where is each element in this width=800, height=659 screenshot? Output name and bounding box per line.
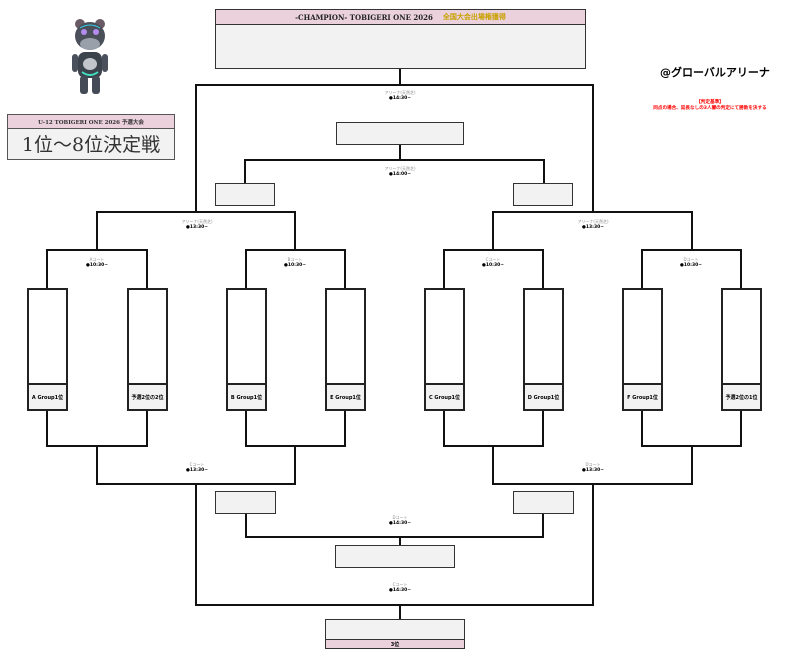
match-label-5-6: Dコート ●14:30~ [355, 515, 445, 526]
match-label-r1-a: Aコート ●10:30~ [52, 257, 142, 268]
rule-note: 【判定基準】 同点の場合、延長なしの3人審の判定にて勝敗を決する [620, 100, 800, 111]
mascot-hippo-icon [72, 19, 108, 94]
match-time: ●13:30~ [185, 224, 209, 230]
match-venue: アリーナ(天然芝) [384, 90, 416, 95]
line-r1-b-top [245, 249, 346, 288]
entrant-slot: B Group1位 [226, 288, 267, 411]
match-label-r1-b: Bコート ●10:30~ [250, 257, 340, 268]
match-venue: Dコート [683, 257, 699, 262]
match-venue: アリーナ(天然芝) [181, 219, 213, 224]
tournament-title-box: U-12 TOBIGERI ONE 2026 予選大会 1位～8位決定戦 [7, 114, 175, 160]
match-time: ●13:30~ [581, 467, 605, 473]
match-venue: アリーナ(天然芝) [577, 219, 609, 224]
champion-box: -CHAMPION- TOBIGERI ONE 2026 全国大会出場権獲得 [215, 9, 586, 69]
entrant-slot: 予選2位の2位 [127, 288, 168, 411]
match-venue: Dコート [585, 462, 601, 467]
tournament-subtitle: U-12 TOBIGERI ONE 2026 予選大会 [8, 115, 174, 129]
runner-up-box [336, 122, 464, 145]
match-venue: アリーナ(天然芝) [384, 166, 416, 171]
line-cons-left-box [245, 514, 544, 538]
match-time: ●13:30~ [581, 224, 605, 230]
line-r1-d-bottom [641, 410, 742, 447]
match-time: ●10:30~ [283, 262, 307, 268]
entrant-name: F Group1位 [624, 383, 661, 409]
match-label-cons-left: Cコート ●13:30~ [152, 462, 242, 473]
match-time: ●10:30~ [481, 262, 505, 268]
entrant-name: C Group1位 [426, 383, 463, 409]
match-label-cons-right: Dコート ●13:30~ [548, 462, 638, 473]
match-venue: Cコート [189, 462, 205, 467]
cons-left-winner-box [215, 491, 276, 514]
match-label-r1-c: Cコート ●10:30~ [448, 257, 538, 268]
champion-header: -CHAMPION- TOBIGERI ONE 2026 全国大会出場権獲得 [216, 10, 585, 25]
match-venue: Cコート [392, 582, 408, 587]
entrant-name: 予選2位の2位 [129, 383, 166, 409]
entrant-slot: 予選2位の1位 [721, 288, 762, 411]
match-venue: Aコート [89, 257, 105, 262]
champion-note: 全国大会出場権獲得 [442, 13, 506, 21]
line-r1-a-bottom [46, 410, 148, 447]
line-left-semi [96, 211, 296, 250]
match-venue: Cコート [485, 257, 501, 262]
match-label-third: アリーナ(天然芝) ●14:00~ [355, 166, 445, 177]
tournament-title: 1位～8位決定戦 [21, 134, 161, 156]
semi-right-winner-box [513, 183, 573, 206]
match-time: ●14:30~ [388, 520, 412, 526]
entrant-name: E Group1位 [327, 383, 364, 409]
entrant-name: B Group1位 [228, 383, 265, 409]
match-label-7-8: Cコート ●14:30~ [355, 582, 445, 593]
match-label-semi-left: アリーナ(天然芝) ●13:30~ [152, 219, 242, 230]
entrant-slot: E Group1位 [325, 288, 366, 411]
venue-label: @グローバルアリーナ [660, 66, 770, 79]
third-place-label: 3位 [326, 639, 464, 648]
entrant-slot: A Group1位 [27, 288, 68, 411]
rule-text: 同点の場合、延長なしの3人審の判定にて勝敗を決する [653, 105, 767, 111]
match-label-r1-d: Dコート ●10:30~ [646, 257, 736, 268]
match-time: ●14:30~ [388, 95, 412, 101]
line-r1-d-top [641, 249, 742, 288]
third-place-box: 3位 [325, 619, 465, 649]
match-venue: Dコート [392, 515, 408, 520]
entrant-slot: F Group1位 [622, 288, 663, 411]
champion-title: -CHAMPION- TOBIGERI ONE 2026 [295, 12, 433, 22]
fifth-place-box [335, 545, 455, 568]
line-r1-c-bottom [443, 410, 544, 447]
rule-heading: 【判定基準】 [696, 100, 724, 105]
line-r1-a-top [46, 249, 148, 288]
line-top-frame [195, 84, 594, 205]
entrant-slot: D Group1位 [523, 288, 564, 411]
match-label-final: アリーナ(天然芝) ●14:30~ [355, 90, 445, 101]
semi-left-winner-box [215, 183, 275, 206]
match-label-semi-right: アリーナ(天然芝) ●13:30~ [548, 219, 638, 230]
match-time: ●10:30~ [85, 262, 109, 268]
match-time: ●14:00~ [388, 171, 412, 177]
line-right-semi [492, 211, 693, 250]
match-time: ●10:30~ [679, 262, 703, 268]
entrant-slot: C Group1位 [424, 288, 465, 411]
match-venue: Bコート [287, 257, 303, 262]
line-r1-b-bottom [245, 410, 346, 447]
line-semi-frame [244, 159, 545, 183]
line-r1-c-top [443, 249, 544, 288]
match-time: ●13:30~ [185, 467, 209, 473]
match-time: ●14:30~ [388, 587, 412, 593]
line-bottom-frame [195, 484, 594, 606]
entrant-name: 予選2位の1位 [723, 383, 760, 409]
entrant-name: D Group1位 [525, 383, 562, 409]
cons-right-winner-box [513, 491, 574, 514]
entrant-name: A Group1位 [29, 383, 66, 409]
